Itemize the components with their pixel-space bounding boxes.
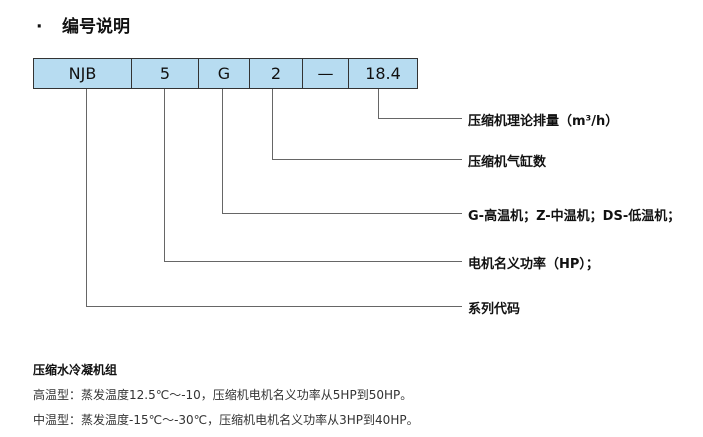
connector-motor-power (164, 89, 462, 262)
connector-cylinders (272, 89, 462, 160)
bullet: · (36, 17, 43, 37)
code-box-dash: — (303, 58, 349, 89)
desc-series: 系列代码 (468, 302, 521, 317)
note-high-temp: 高温型：蒸发温度12.5℃～-10，压缩机电机名义功率从5HP到50HP。 (33, 388, 413, 402)
code-box-temp-type: G (199, 58, 250, 89)
connector-temp-type (222, 89, 462, 214)
model-code-row: NJB 5 G 2 — 18.4 (33, 58, 418, 89)
code-box-series: NJB (33, 58, 132, 89)
note-mid-temp: 中温型：蒸发温度-15℃～-30℃，压缩机电机名义功率从3HP到40HP。 (33, 413, 419, 427)
connector-series (86, 89, 462, 307)
desc-cylinders: 压缩机气缸数 (468, 155, 547, 170)
code-box-cylinders: 2 (250, 58, 303, 89)
notes-title: 压缩水冷凝机组 (33, 363, 118, 377)
notes-block: 压缩水冷凝机组 高温型：蒸发温度12.5℃～-10，压缩机电机名义功率从5HP到… (33, 358, 419, 433)
section-title: 编号说明 (62, 17, 130, 37)
connector-displacement (378, 89, 462, 119)
code-box-displacement: 18.4 (349, 58, 418, 89)
section-heading: · 编号说明 (36, 12, 130, 37)
desc-temp-type: G-高温机；Z-中温机；DS-低温机； (468, 209, 681, 224)
code-box-motor-power: 5 (132, 58, 199, 89)
desc-displacement: 压缩机理论排量（m³/h） (468, 114, 619, 129)
desc-motor-power: 电机名义功率（HP）； (468, 257, 599, 272)
